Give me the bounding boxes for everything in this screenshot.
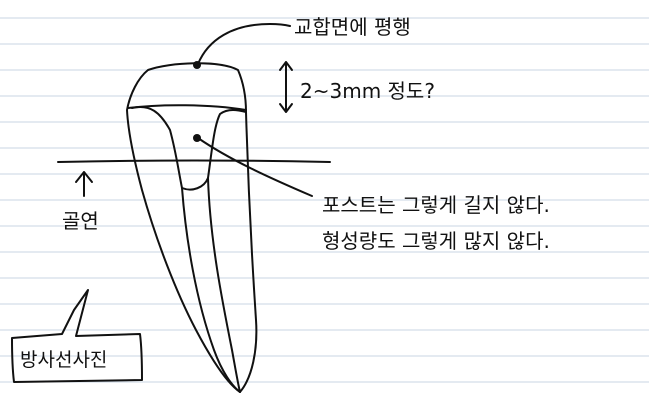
crown-height-label: 2~3mm 정도? — [300, 79, 435, 103]
bone-level-line — [58, 161, 330, 163]
radiograph-label: 방사선사진 — [20, 349, 107, 371]
up-arrow-icon — [76, 172, 92, 196]
post-leader — [198, 138, 312, 196]
occlusal-dot — [193, 61, 201, 69]
post-dot — [193, 134, 201, 142]
bone-level-label: 골연 — [62, 209, 99, 233]
occlusal-label: 교합면에 평행 — [294, 15, 411, 39]
post-note-line1: 포스트는 그렇게 길지 않다. — [322, 193, 550, 217]
post-note-line2: 형성량도 그렇게 많지 않다. — [322, 229, 550, 253]
tooth-outline — [127, 63, 256, 392]
